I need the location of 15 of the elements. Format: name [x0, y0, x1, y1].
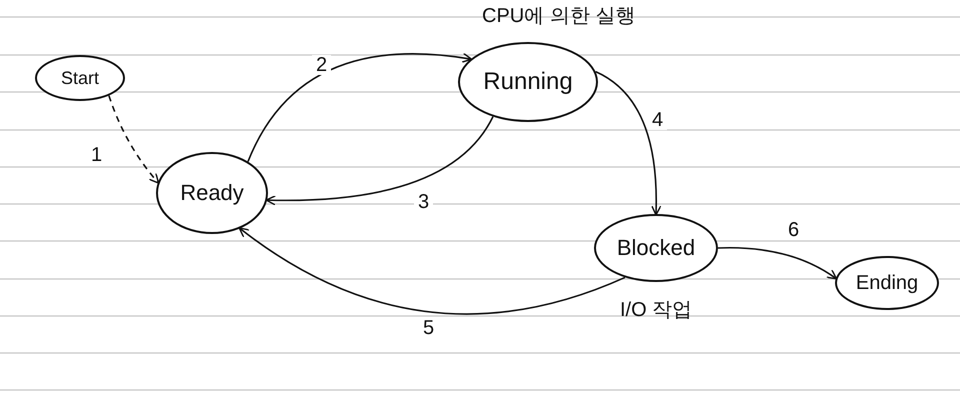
arrow [266, 116, 494, 206]
arrow [247, 52, 472, 162]
edge-label: 2 [312, 55, 332, 75]
arrow [718, 246, 838, 280]
arrow [108, 95, 160, 184]
state-label: Start [60, 69, 99, 87]
arrow [238, 227, 626, 315]
state-label: Ready [180, 182, 244, 204]
state-note: CPU에 의한 실행 [482, 6, 636, 26]
arrow [595, 70, 662, 216]
state-note: I/O 작업 [620, 300, 692, 320]
edge-label: 4 [648, 110, 668, 130]
state-label: Running [483, 70, 573, 94]
state-label: Ending [856, 273, 918, 293]
state-label: Blocked [616, 237, 696, 259]
